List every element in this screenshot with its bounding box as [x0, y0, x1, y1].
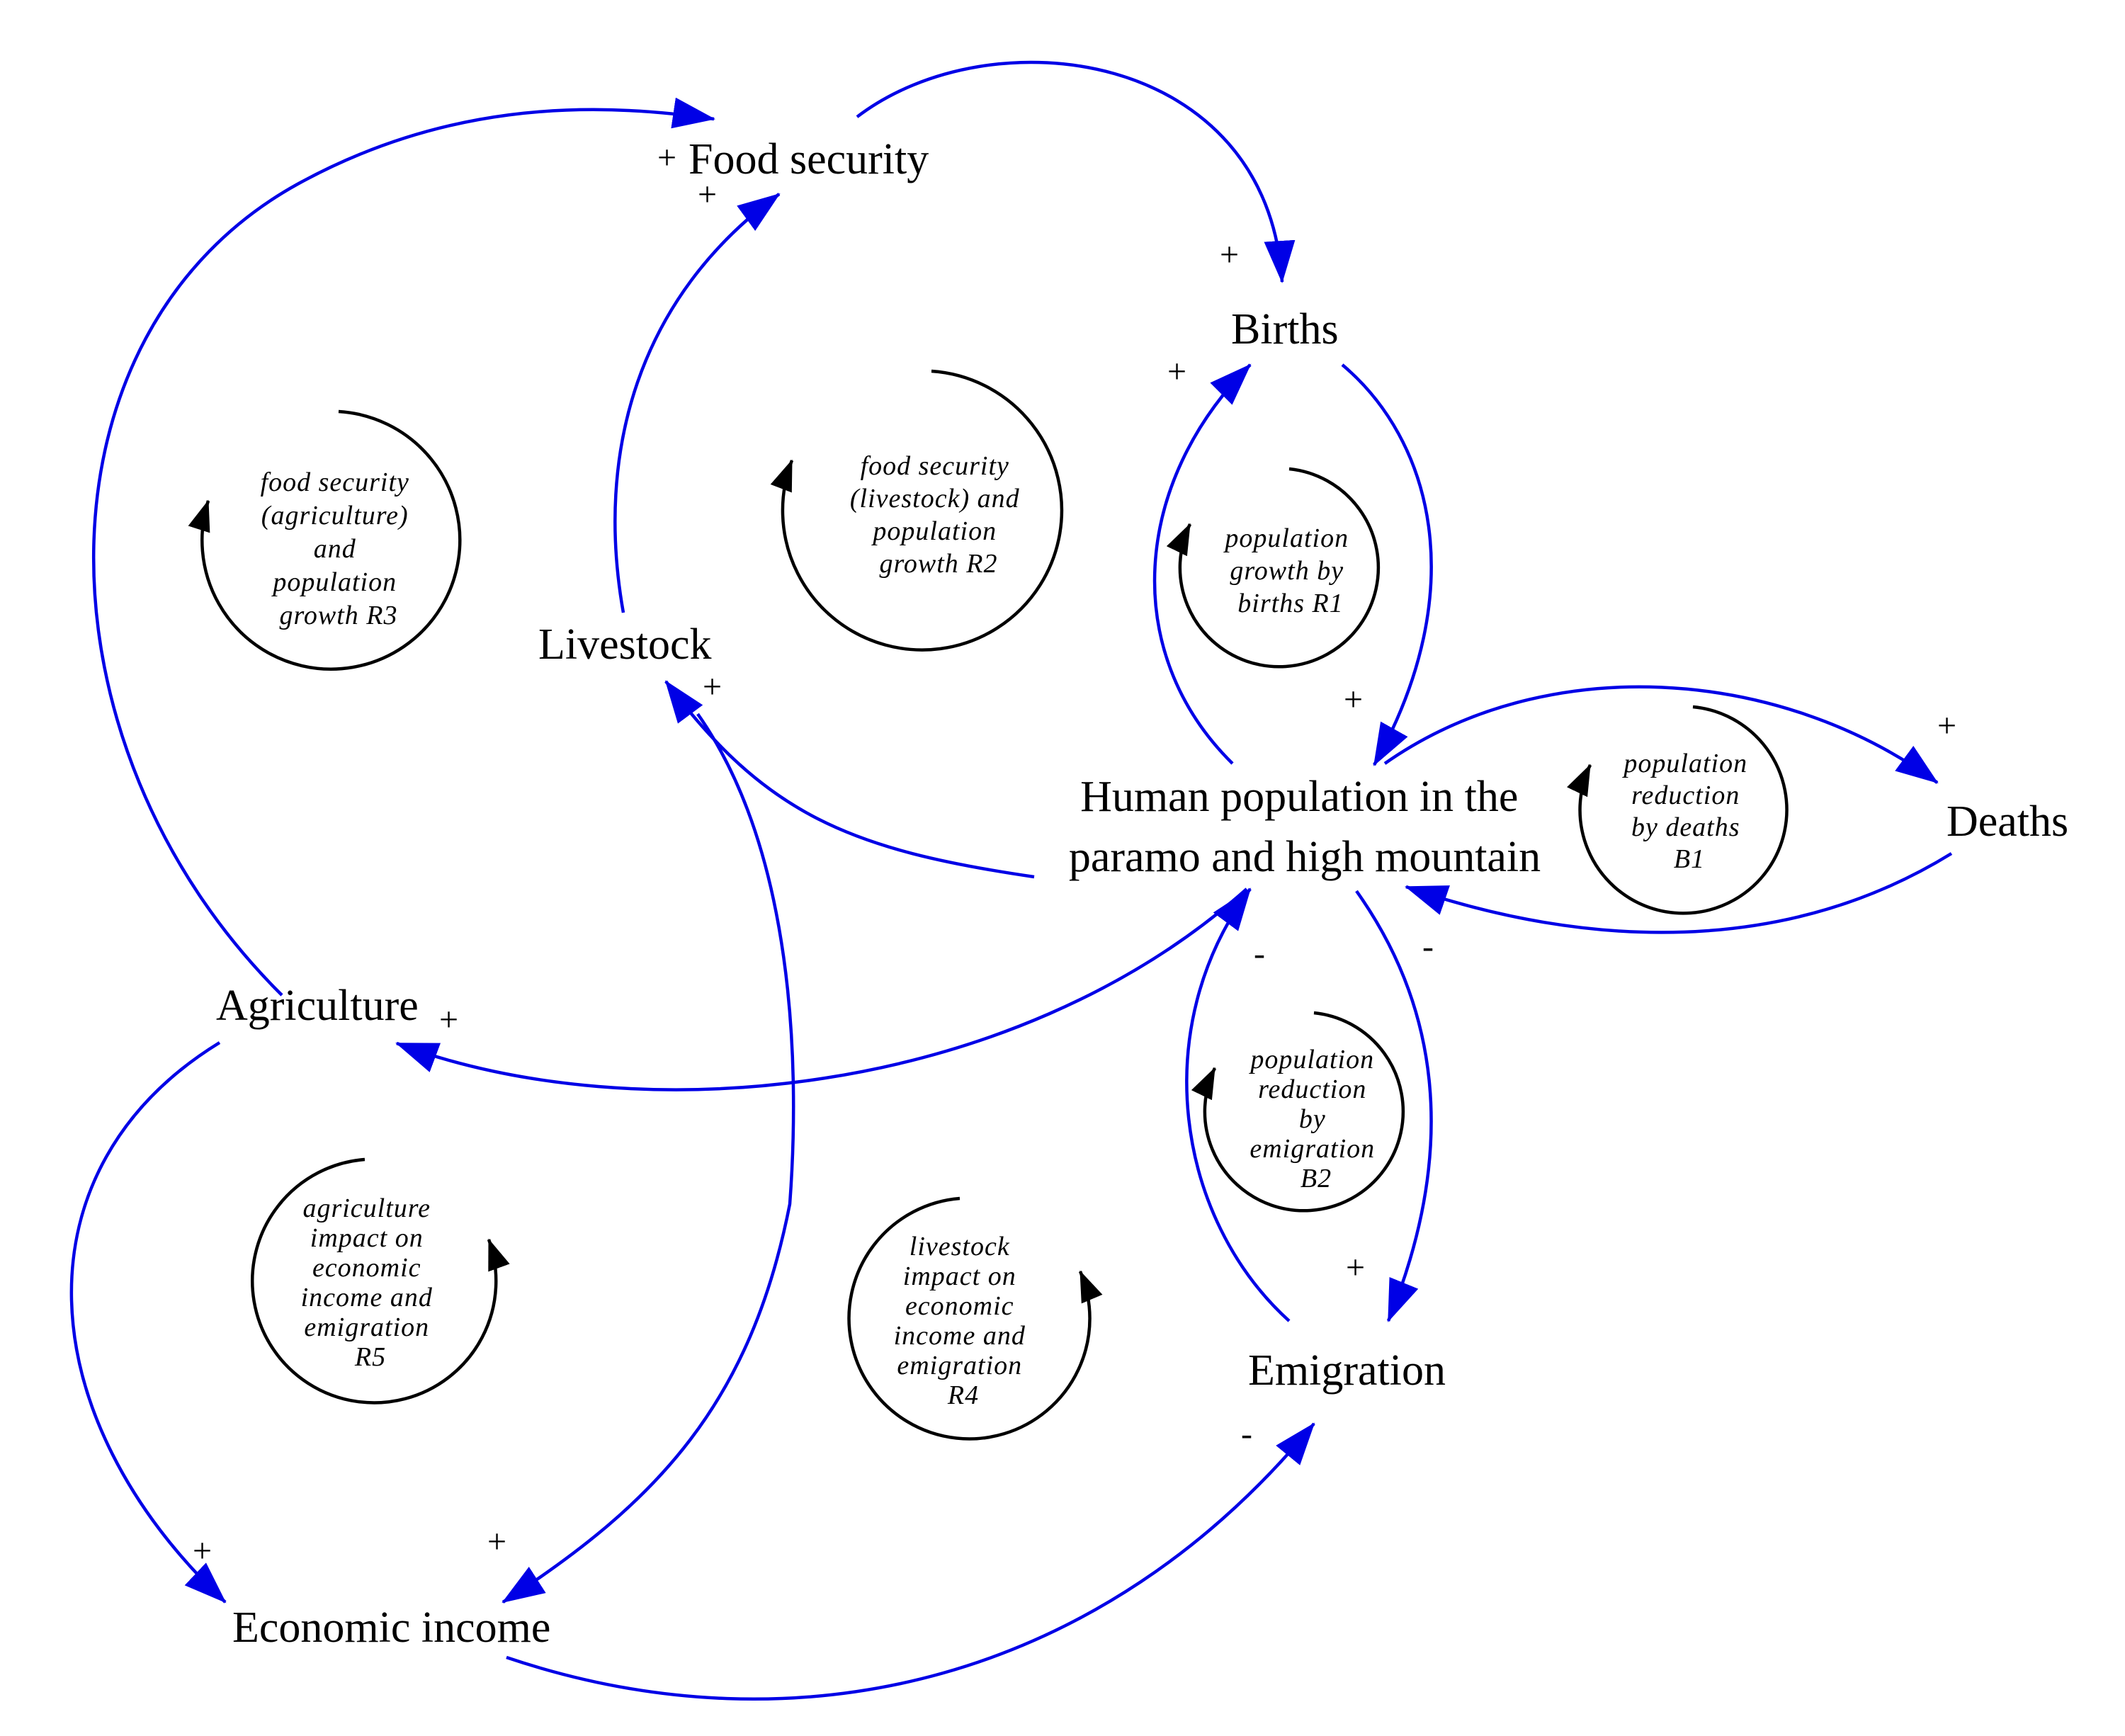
loop-label-r2: food security (livestock) and population… — [850, 451, 1027, 579]
node-deaths: Deaths — [1946, 798, 2068, 846]
loop-arrow-r1 — [1166, 467, 1381, 669]
polarity-food-to-births: + — [1220, 236, 1239, 273]
link-human-population-to-deaths — [1383, 685, 1939, 784]
node-emigration: Emigration — [1248, 1346, 1446, 1395]
node-human-population-line2: paramo and high mountain — [1069, 833, 1541, 881]
link-livestock-to-economic-income — [502, 713, 795, 1604]
link-economic-income-to-emigration — [506, 1422, 1315, 1701]
loop-label-r4: livestock impact on economic income and … — [894, 1232, 1033, 1410]
link-agriculture-to-food-security — [91, 97, 715, 997]
polarity-pop-to-deaths: + — [1937, 707, 1956, 744]
link-births-to-human-population — [1341, 363, 1433, 766]
node-livestock: Livestock — [538, 620, 712, 669]
polarity-births-to-pop: + — [1344, 681, 1363, 718]
loop-arrow-r5 — [251, 1157, 510, 1405]
polarity-pop-to-agri: + — [439, 1001, 458, 1038]
polarity-pop-to-emig: + — [1346, 1249, 1365, 1286]
link-human-population-to-births — [1152, 363, 1252, 765]
loop-arrow-b1 — [1567, 705, 1789, 915]
polarity-livestock-to-income: + — [487, 1523, 506, 1560]
polarity-agri-to-food: + — [657, 139, 676, 176]
node-food-security: Food security — [688, 135, 929, 183]
link-livestock-to-food-security — [613, 193, 781, 613]
loop-arrow-b2 — [1191, 1011, 1405, 1213]
node-economic-income: Economic income — [232, 1604, 550, 1652]
polarity-livestock-to-food: + — [698, 176, 717, 213]
polarity-pop-to-births: + — [1167, 353, 1186, 390]
loop-label-r3: food security (agriculture) and populati… — [261, 467, 417, 630]
link-human-population-to-livestock — [664, 680, 1035, 879]
loop-label-b2: population reduction by emigration B2 — [1248, 1045, 1382, 1193]
link-human-population-to-agriculture — [395, 887, 1248, 1091]
polarity-income-to-emig: - — [1241, 1415, 1252, 1453]
node-human-population-line1: Human population in the — [1080, 773, 1518, 821]
loop-label-r5: agriculture impact on economic income an… — [301, 1193, 441, 1372]
link-agriculture-to-economic-income — [69, 1041, 227, 1604]
node-agriculture: Agriculture — [216, 982, 419, 1030]
loop-arrow-r3 — [188, 409, 462, 671]
loop-arrow-r4 — [847, 1196, 1103, 1441]
loop-label-b1: population reduction by deaths B1 — [1621, 749, 1755, 874]
link-deaths-to-human-population — [1405, 852, 1953, 934]
link-food-security-to-births — [856, 60, 1296, 283]
loop-arrow-r2 — [770, 369, 1064, 652]
link-emigration-to-human-population — [1185, 887, 1291, 1322]
polarity-emig-to-pop: - — [1254, 935, 1265, 972]
polarity-pop-to-livestock: + — [703, 668, 722, 705]
polarity-agri-to-income: + — [193, 1532, 212, 1570]
node-births: Births — [1231, 305, 1339, 353]
node-human-population: Human population in the paramo and high … — [1069, 773, 1541, 881]
link-human-population-to-emigration — [1355, 890, 1433, 1322]
polarity-deaths-to-pop: - — [1422, 928, 1434, 965]
loop-label-r1: population growth by births R1 — [1223, 523, 1356, 618]
